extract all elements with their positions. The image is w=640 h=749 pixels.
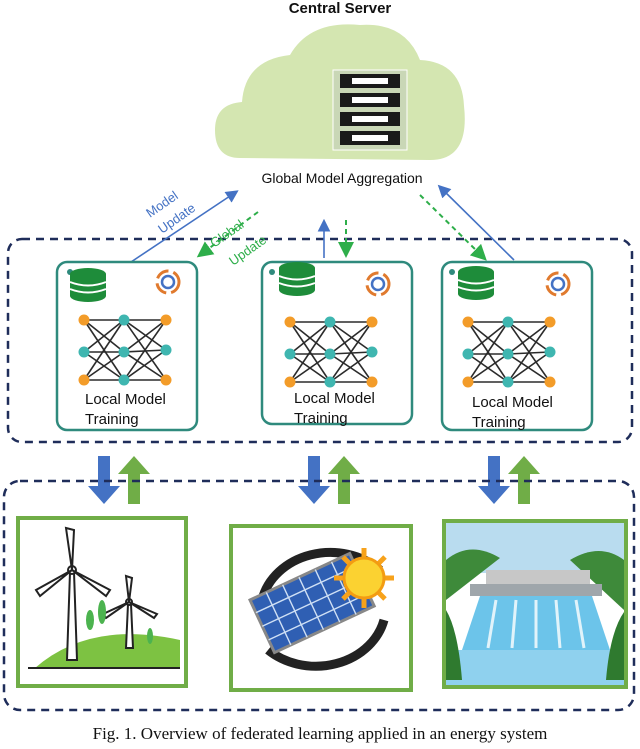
database-icon [69,267,107,303]
global-update-arrow-right [419,194,487,261]
federated-learning-diagram: Global Model Aggregation Model Update Gl… [2,24,636,712]
client-label-line1: Local Model [472,394,553,411]
client-label-line1: Local Model [294,390,375,407]
figure-caption: Fig. 1. Overview of federated learning a… [92,724,548,743]
clients-container [6,237,634,444]
server-rack-icon [332,69,408,151]
solar-panel-image [229,524,413,692]
database-icon [278,261,316,297]
sun-icon [334,548,394,608]
model-update-arrow [130,190,239,263]
central-server-title: Central Server [288,0,392,17]
database-icon [457,265,495,301]
client-card-2: Local Model Training [260,260,414,427]
energy-sources-container [2,479,636,712]
model-update-arrow-right [437,184,515,261]
hydro-dam-image [442,519,628,689]
client-label-line2: Training [294,410,348,427]
client-label-line2: Training [85,411,139,428]
client-card-1: Local Model Training [55,260,199,432]
client-label-line2: Training [472,414,526,431]
client-card-3: Local Model Training [440,260,594,432]
wind-turbines-image [16,516,188,688]
client-label-line1: Local Model [85,391,166,408]
global-update-arrow [196,211,259,258]
aggregation-label: Global Model Aggregation [261,170,422,186]
